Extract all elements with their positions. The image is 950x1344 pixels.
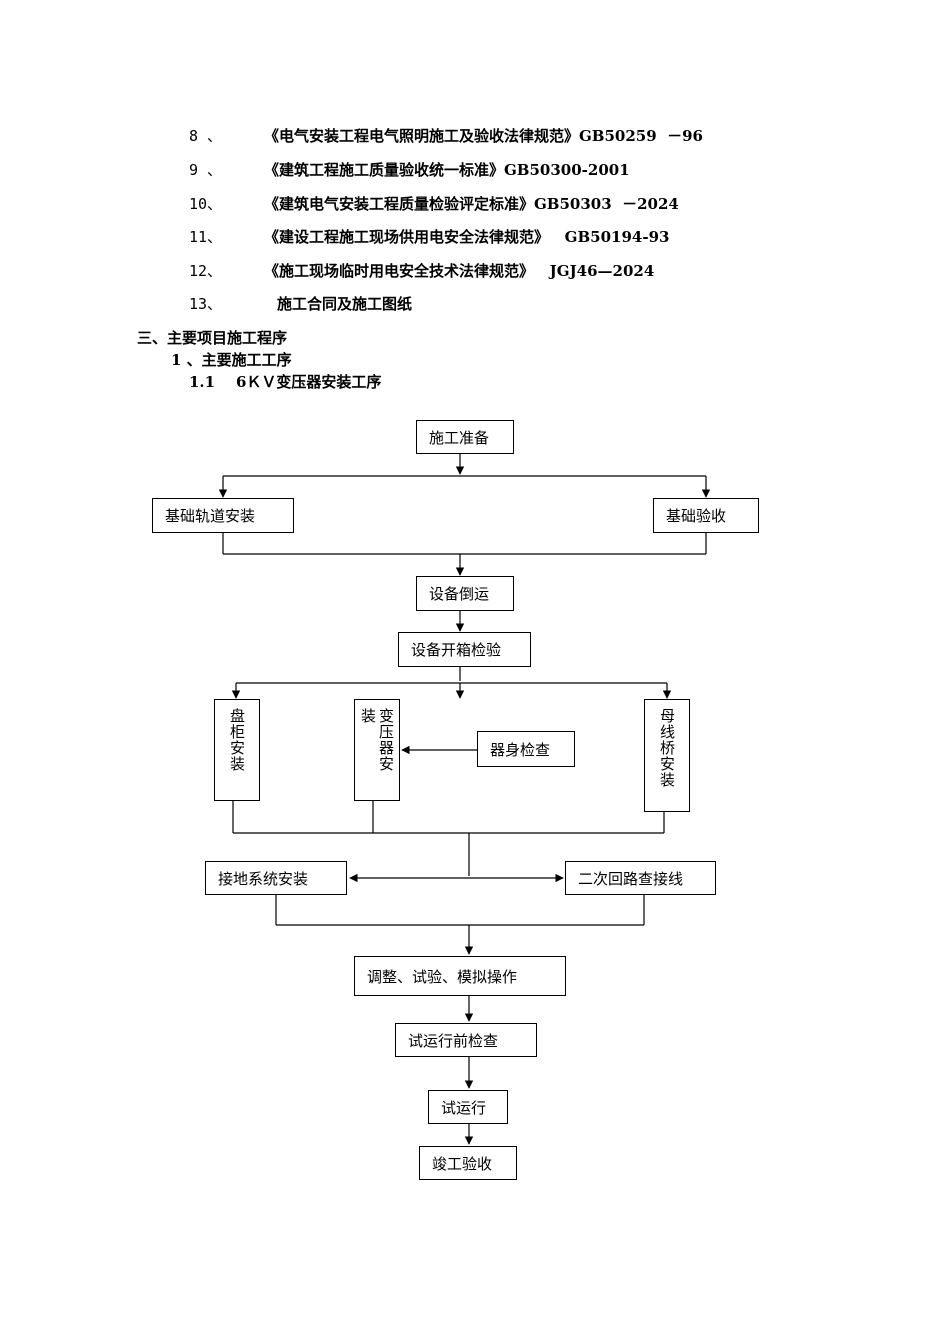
ref-number-12: 12、: [189, 262, 223, 280]
step-trial-run: 试运行: [428, 1090, 508, 1124]
ref-text-12: 《施工现场临时用电安全技术法律规范》 JGJ46—2024: [264, 262, 655, 280]
step-unpack-inspect: 设备开箱检验: [398, 632, 531, 667]
section-title: 三、主要项目施工程序: [137, 329, 288, 347]
ref-number-10: 10、: [189, 195, 223, 213]
subsubsection-title: 1.1 6ＫＶ变压器安装工序: [189, 373, 382, 391]
step-final-accept: 竣工验收: [419, 1146, 517, 1180]
step-transformer-install-label: 变压器安装: [359, 708, 395, 772]
ref-text-13: 施工合同及施工图纸: [277, 295, 413, 313]
step-transformer-install: 变压器安装: [354, 699, 400, 801]
step-cabinet-install: 盘柜安装: [214, 699, 260, 801]
step-cabinet-install-label: 盘柜安装: [228, 708, 246, 772]
step-pre-run-check: 试运行前检查: [395, 1023, 537, 1057]
step-body-inspect: 器身检查: [477, 731, 575, 767]
ref-text-9: 《建筑工程施工质量验收统一标准》GB50300-2001: [264, 161, 630, 179]
step-transport: 设备倒运: [416, 576, 514, 611]
ref-number-9: 9 、: [189, 161, 223, 179]
ref-number-11: 11、: [189, 228, 223, 246]
step-foundation-accept: 基础验收: [653, 498, 759, 533]
ref-text-8: 《电气安装工程电气照明施工及验收法律规范》GB50259 －96: [264, 127, 703, 145]
ref-number-8: 8 、: [189, 127, 223, 145]
step-busbar-install: 母线桥安装: [644, 699, 690, 812]
subsection-title: 1 、主要施工工序: [171, 351, 292, 369]
step-grounding-install: 接地系统安装: [205, 861, 347, 895]
step-foundation-install: 基础轨道安装: [152, 498, 294, 533]
step-busbar-install-label: 母线桥安装: [658, 708, 676, 788]
ref-number-13: 13、: [189, 295, 223, 313]
step-secondary-wiring: 二次回路查接线: [565, 861, 716, 895]
step-prep: 施工准备: [416, 420, 514, 454]
ref-text-10: 《建筑电气安装工程质量检验评定标准》GB50303 －2024: [264, 195, 679, 213]
ref-text-11: 《建设工程施工现场供用电安全法律规范》 GB50194-93: [264, 228, 670, 246]
step-adjust-test: 调整、试验、模拟操作: [354, 956, 566, 996]
